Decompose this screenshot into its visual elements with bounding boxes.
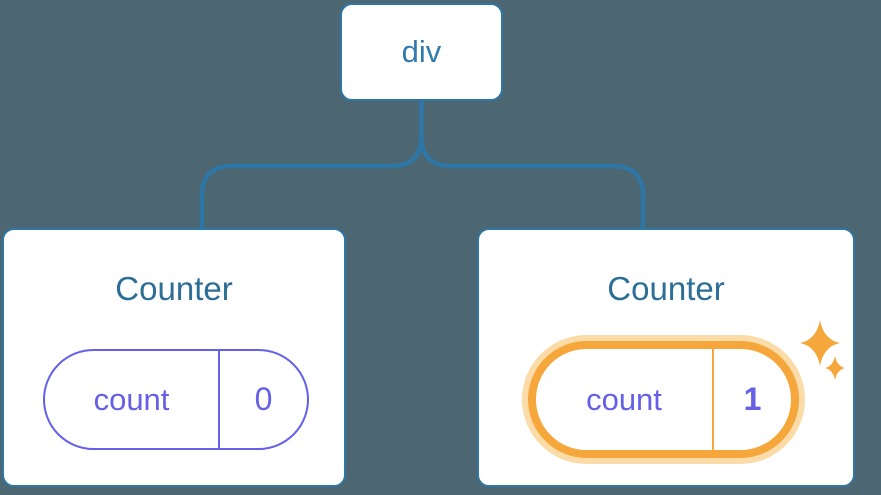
connector-right-branch [419, 101, 646, 228]
root-node-label: div [401, 34, 442, 69]
component-title-right: Counter [607, 270, 725, 307]
state-key-left: count [93, 381, 170, 417]
pill-divider-right [712, 349, 714, 450]
state-value-right: 1 [743, 381, 762, 417]
state-pill-right-highlighted: count 1 [528, 341, 799, 458]
counter-card-right: Counter count 1 [477, 228, 855, 487]
pill-divider-left [218, 351, 220, 448]
sparkle-star-large [800, 320, 840, 366]
state-key-right: count [586, 381, 662, 417]
counter-card-left: Counter count 0 [2, 228, 346, 487]
state-value-left: 0 [254, 381, 273, 417]
component-title-left: Counter [115, 270, 233, 307]
sparkle-icon [800, 320, 845, 380]
root-node-div: div [340, 3, 503, 101]
sparkle-star-small [825, 356, 845, 380]
state-pill-left: count 0 [43, 349, 309, 450]
connector-left-branch [199, 101, 424, 228]
